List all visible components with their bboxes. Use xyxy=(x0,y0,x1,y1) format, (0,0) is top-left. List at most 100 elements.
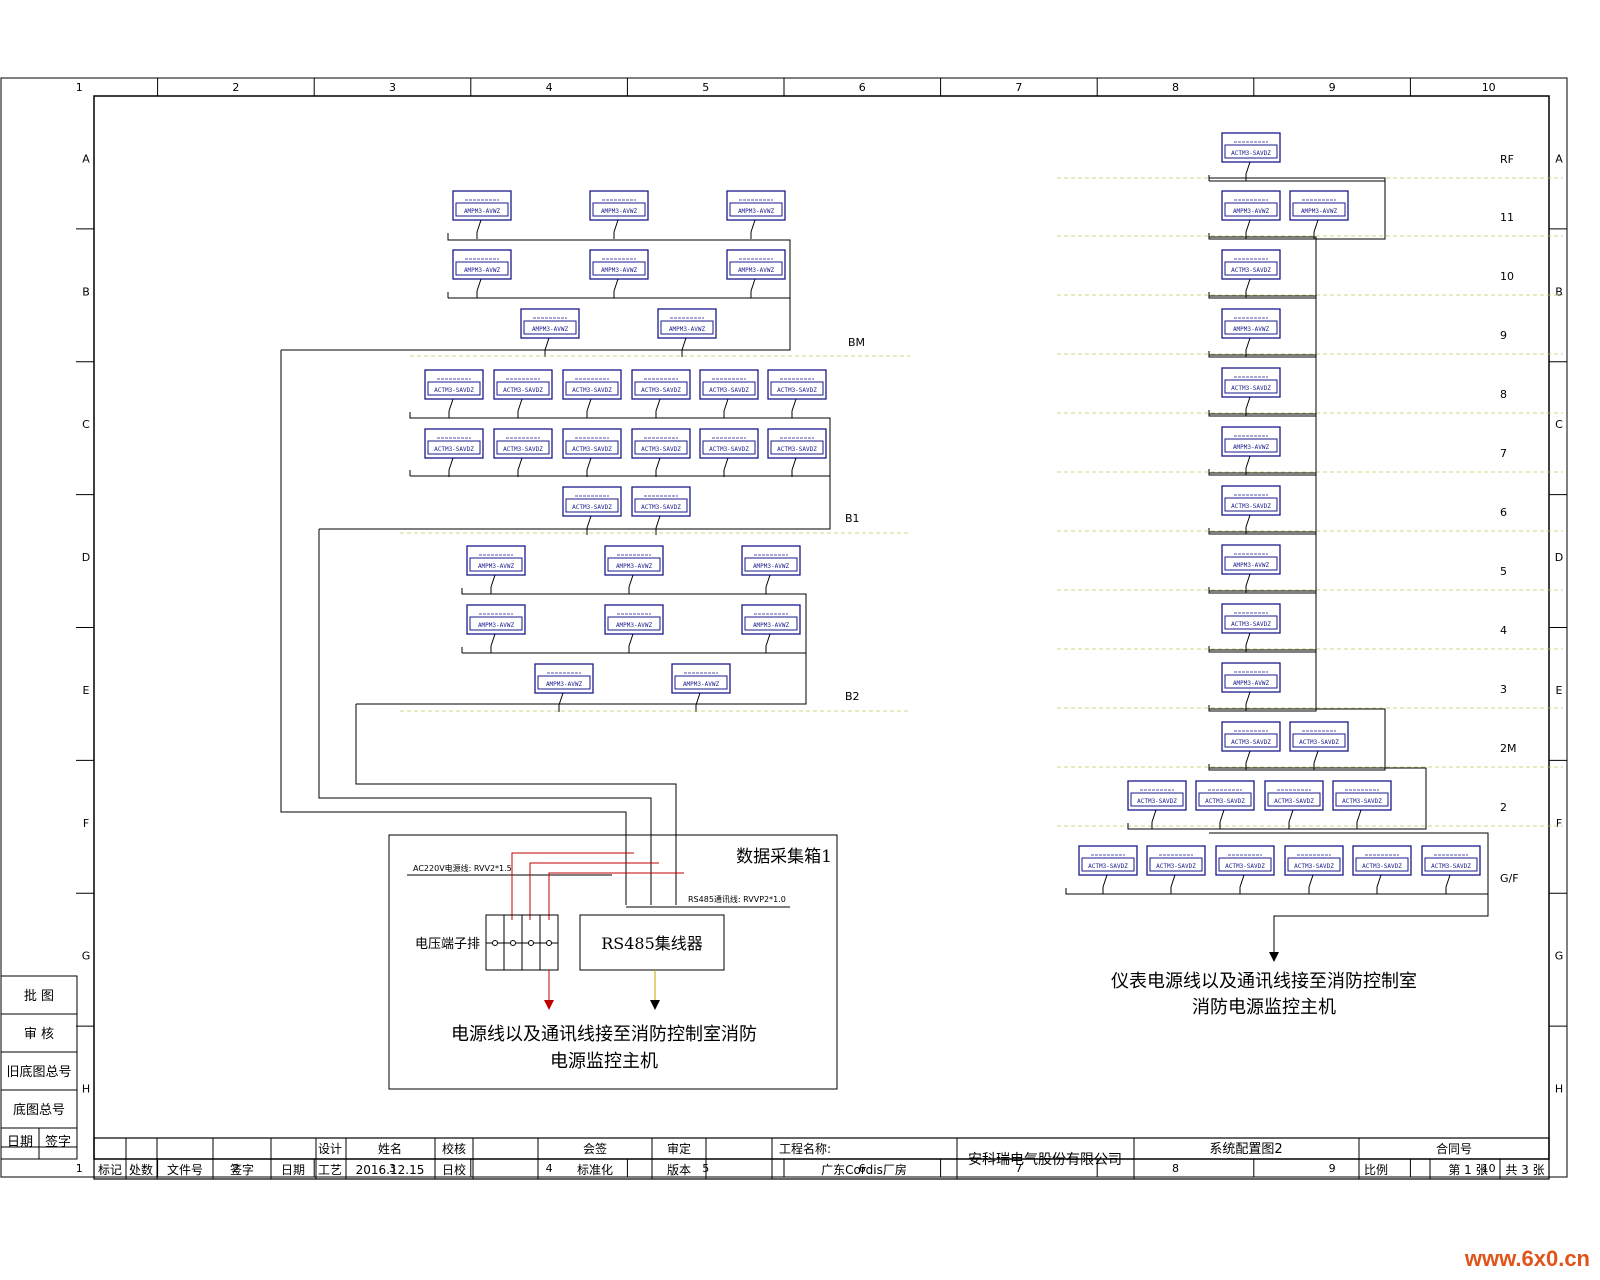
meter-model-label: ACTM3-SAVDZ xyxy=(1231,385,1271,392)
collector-note-line1: 电源线以及通讯线接至消防控制室消防 xyxy=(451,1024,757,1045)
meter-window xyxy=(1224,497,1278,512)
meter: AMPM3-AVWZ xyxy=(452,249,512,292)
floor-label-11: 11 xyxy=(1500,211,1514,224)
meter-model-label: ACTM3-SAVDZ xyxy=(572,446,612,453)
meter-window xyxy=(1224,556,1278,571)
meter: ACTM3-SAVDZ xyxy=(631,428,691,471)
meter: AMPM3-AVWZ xyxy=(520,308,580,351)
meter-model-label: ACTM3-SAVDZ xyxy=(572,504,612,511)
meter-box xyxy=(604,545,664,576)
meter: AMPM3-AVWZ xyxy=(589,249,649,292)
meter-box xyxy=(1221,367,1281,398)
column-label: 8 xyxy=(1172,1162,1179,1175)
meter-window xyxy=(1224,320,1278,335)
meter-window xyxy=(469,616,523,631)
meter-model-label: ACTM3-SAVDZ xyxy=(1231,621,1271,628)
arrow-head xyxy=(1269,952,1279,962)
meter: AMPM3-AVWZ xyxy=(657,308,717,351)
terminal-label: 电压端子排 xyxy=(415,937,480,952)
floor-label-RF: RF xyxy=(1500,153,1514,166)
meter: AMPM3-AVWZ xyxy=(604,604,664,647)
meter-model-label: ACTM3-SAVDZ xyxy=(1156,863,1196,870)
meter-model-label: ACTM3-SAVDZ xyxy=(1294,863,1334,870)
meter-box xyxy=(631,428,691,459)
meter-lead xyxy=(1102,874,1108,888)
meter-box xyxy=(726,190,786,221)
meter-lead xyxy=(1245,219,1251,233)
meter-window xyxy=(1224,438,1278,453)
floor-label-6: 6 xyxy=(1500,506,1507,519)
trunk-b2 xyxy=(355,704,677,905)
meter: ACTM3-SAVDZ xyxy=(767,369,827,412)
column-label: 2 xyxy=(232,1162,239,1175)
meter-box xyxy=(424,428,484,459)
meter: ACTM3-SAVDZ xyxy=(1284,845,1344,888)
meter-lead xyxy=(476,278,482,292)
meter: ACTM3-SAVDZ xyxy=(493,369,553,412)
meter-lead xyxy=(517,457,523,471)
meter-window xyxy=(744,557,798,572)
column-label: 4 xyxy=(546,81,553,94)
floor-label-2M: 2M xyxy=(1500,742,1517,755)
meter-model-label: AMPM3-AVWZ xyxy=(1233,208,1270,215)
meter-lead xyxy=(1239,874,1245,888)
meter-box xyxy=(534,663,594,694)
meter: ACTM3-SAVDZ xyxy=(1195,780,1255,823)
meter-model-label: AMPM3-AVWZ xyxy=(683,681,720,688)
meter-lead xyxy=(448,398,454,412)
title-row2-cell: 处数 xyxy=(129,1162,153,1177)
meter-model-label: AMPM3-AVWZ xyxy=(464,267,501,274)
meter-box xyxy=(1221,132,1281,163)
meter-window xyxy=(592,202,646,217)
meter: ACTM3-SAVDZ xyxy=(1215,845,1275,888)
meter-model-label: ACTM3-SAVDZ xyxy=(1431,863,1471,870)
meter-window xyxy=(607,616,661,631)
row-label: B xyxy=(1555,285,1563,298)
meter-lead xyxy=(1245,691,1251,705)
meter-window xyxy=(729,261,783,276)
meter: AMPM3-AVWZ xyxy=(1221,426,1281,469)
floor-label-5: 5 xyxy=(1500,565,1507,578)
meter-box xyxy=(726,249,786,280)
meter-window xyxy=(1081,857,1135,872)
meter-lead xyxy=(791,398,797,412)
meter-model-label: ACTM3-SAVDZ xyxy=(503,446,543,453)
terminal-screw xyxy=(528,940,534,946)
meter: ACTM3-SAVDZ xyxy=(1221,132,1281,175)
meter-model-label: ACTM3-SAVDZ xyxy=(1342,798,1382,805)
meter-box xyxy=(1264,780,1324,811)
meter: ACTM3-SAVDZ xyxy=(1332,780,1392,823)
scale-label: 比例 xyxy=(1364,1163,1388,1177)
meter-lead xyxy=(586,398,592,412)
side-label-review: 审 核 xyxy=(24,1027,54,1042)
meter: ACTM3-SAVDZ xyxy=(562,369,622,412)
meter-lead xyxy=(1313,219,1319,233)
column-label: 9 xyxy=(1329,1162,1336,1175)
floor-label-2: 2 xyxy=(1500,801,1507,814)
meter-window xyxy=(455,261,509,276)
meter-window xyxy=(729,202,783,217)
sheet-total: 共 3 张 xyxy=(1505,1163,1544,1177)
row-label: A xyxy=(1555,152,1563,165)
meter-window xyxy=(1224,144,1278,159)
meter-window xyxy=(1267,792,1321,807)
meter-window xyxy=(634,381,688,396)
meter-model-label: ACTM3-SAVDZ xyxy=(641,446,681,453)
meter: ACTM3-SAVDZ xyxy=(1352,845,1412,888)
meter-window xyxy=(523,320,577,335)
meter-lead xyxy=(1313,750,1319,764)
meter: ACTM3-SAVDZ xyxy=(1221,721,1281,764)
meter-box xyxy=(1221,190,1281,221)
meter-box xyxy=(1221,249,1281,280)
meter-box xyxy=(1127,780,1187,811)
meter: ACTM3-SAVDZ xyxy=(699,369,759,412)
rs485-concentrator-box xyxy=(579,914,725,971)
title-approve: 审定 xyxy=(667,1141,691,1156)
floor-label-BM: BM xyxy=(848,336,865,349)
meter-window xyxy=(565,498,619,513)
collector-note-line2: 电源监控主机 xyxy=(550,1051,658,1072)
meter: ACTM3-SAVDZ xyxy=(1221,367,1281,410)
meter: AMPM3-AVWZ xyxy=(589,190,649,233)
meter-model-label: ACTM3-SAVDZ xyxy=(1274,798,1314,805)
project-name: 广东Cordis厂房 xyxy=(821,1162,907,1177)
